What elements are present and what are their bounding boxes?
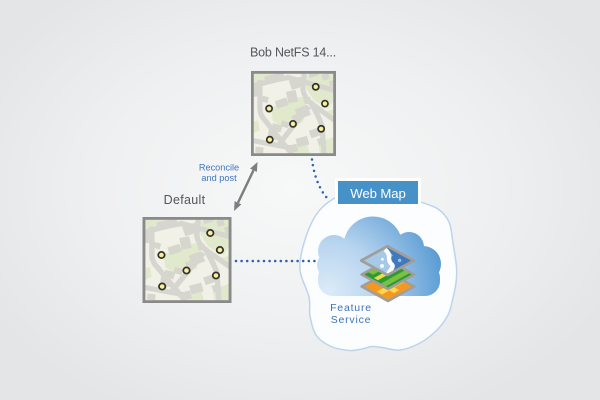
svg-text:and post: and post [201, 173, 237, 183]
svg-text:Default: Default [164, 193, 206, 207]
svg-text:Web Map: Web Map [350, 186, 406, 201]
svg-text:Service: Service [331, 314, 372, 326]
svg-text:Feature: Feature [330, 302, 372, 314]
svg-text:Bob NetFS 14...: Bob NetFS 14... [250, 46, 336, 60]
svg-text:Reconcile: Reconcile [199, 163, 239, 173]
